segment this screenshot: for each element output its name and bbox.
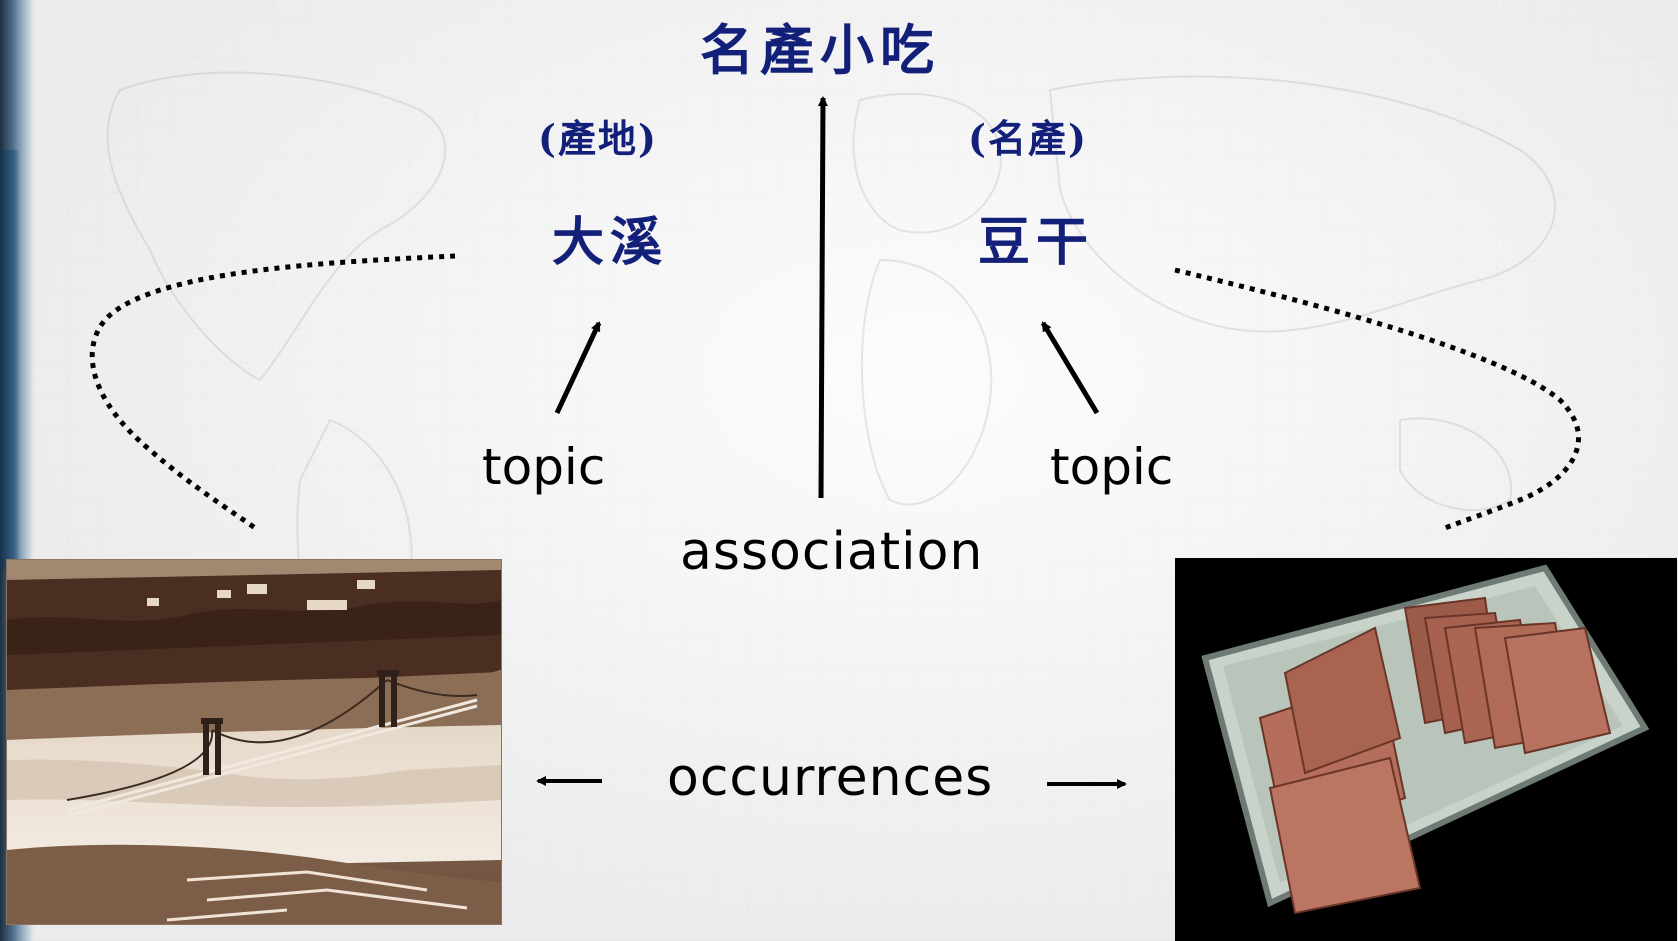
right-role-label: (名產): [968, 116, 1088, 161]
diagram-title: 名產小吃: [700, 18, 940, 82]
dried-tofu-plate-illustration: [1175, 558, 1677, 941]
association-arrow: [817, 96, 828, 499]
right-topic-arrow: [1040, 321, 1100, 415]
right-topic-name: 豆干: [978, 212, 1095, 273]
right-topic-label: topic: [1050, 438, 1174, 496]
association-label: association: [680, 522, 984, 582]
dried-tofu-photo: [1175, 558, 1677, 941]
left-dotted-connector: [89, 253, 456, 533]
right-dotted-connector: [1174, 267, 1581, 531]
suspension-bridge-illustration: [7, 560, 501, 924]
left-topic-label: topic: [482, 438, 606, 496]
left-topic-name: 大溪: [552, 212, 669, 273]
left-stripe-accent: [0, 150, 20, 570]
suspension-bridge-photo: [6, 559, 502, 925]
left-role-label: (產地): [538, 116, 658, 161]
left-topic-arrow: [554, 321, 602, 415]
occurrences-label: occurrences: [667, 748, 994, 808]
